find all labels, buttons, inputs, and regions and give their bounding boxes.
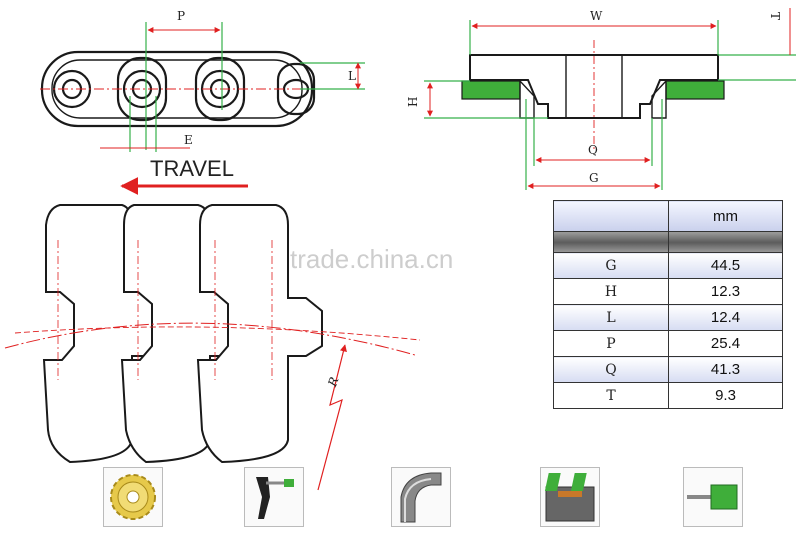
dim-value: 12.4 [668,304,783,331]
width-label: W [590,9,603,23]
spec-table: mm G 44.5 H 12.3 L 12.4 P 25.4 Q 41.3 T … [553,200,783,409]
e-label: E [184,133,193,147]
cross-section-dimensions [424,8,796,190]
table-row: P 25.4 [553,330,783,357]
track-section-icon [540,467,600,527]
dim-value: 41.3 [668,356,783,383]
table-row: Q 41.3 [553,356,783,383]
g-label: G [589,171,599,185]
top-view-dimensions [40,22,365,152]
wear-strip-icon [244,467,304,527]
dim-name: P [553,330,669,357]
chain-side-view [42,204,323,464]
dim-name: G [553,252,669,279]
dim-value: 44.5 [668,252,783,279]
chain-cross-section [461,40,725,150]
height-label: H [406,97,420,107]
radius-label: R [325,375,342,389]
table-row: L 12.4 [553,304,783,331]
q-label: Q [588,143,598,157]
length-label: L [348,69,356,83]
bend-radius-lines [4,240,421,491]
header-blank [553,200,669,232]
table-row: G 44.5 [553,252,783,279]
table-row: H 12.3 [553,278,783,305]
pitch-label: P [177,9,185,23]
sprocket-icon [103,467,163,527]
travel-label: TRAVEL [150,156,234,181]
dim-name: Q [553,356,669,383]
curve-track-icon [391,467,451,527]
dim-name: T [553,382,669,409]
dim-name: H [553,278,669,305]
thickness-label: T [768,12,782,20]
watermark: trade.china.cn [290,244,453,274]
table-row: T 9.3 [553,382,783,409]
dim-value: 9.3 [668,382,783,409]
dim-value: 25.4 [668,330,783,357]
unit-header: mm [668,200,783,232]
header-band [553,231,783,253]
dim-value: 12.3 [668,278,783,305]
guide-rail-icon [683,467,743,527]
dim-name: L [553,304,669,331]
